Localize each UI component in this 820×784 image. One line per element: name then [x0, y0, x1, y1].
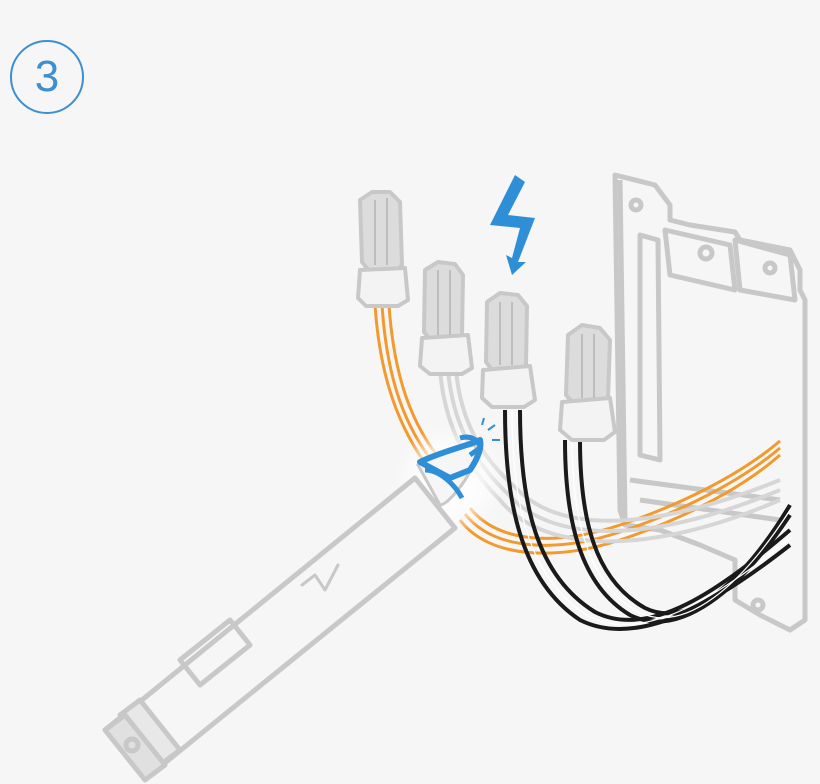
wire-nut	[356, 190, 617, 442]
lightning-bolt-icon	[490, 175, 535, 275]
black-wire-bundle	[503, 409, 792, 631]
tester-tip	[416, 417, 500, 507]
step-number: 3	[34, 52, 60, 101]
step-number-badge: 3	[10, 40, 84, 114]
voltage-tester-pen	[102, 475, 458, 783]
electrical-box	[612, 172, 808, 633]
